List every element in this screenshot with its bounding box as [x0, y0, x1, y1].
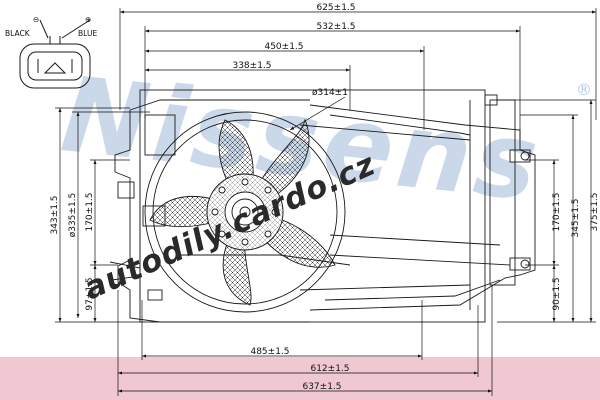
dim-height-90-right: 90±1.5: [552, 277, 562, 310]
dim-height-97-left: 97±1.5: [85, 277, 95, 310]
negative-wire-label: BLACK: [5, 29, 31, 38]
dim-width-485: 485±1.5: [250, 347, 289, 357]
dim-overall-width-top: 625±1.5: [316, 3, 355, 13]
fan-assembly: [144, 111, 346, 313]
negative-terminal-symbol: ⊖: [33, 15, 39, 24]
positive-wire-label: BLUE: [78, 29, 97, 38]
dim-height-170-left: 170±1.5: [85, 192, 95, 231]
dim-width-637: 637±1.5: [302, 382, 341, 392]
fan-ring: [144, 111, 346, 313]
dim-fan-diameter: ø314±1: [312, 88, 348, 98]
bottom-band: [0, 357, 600, 400]
electrical-connector: [19, 19, 91, 89]
dim-width-338: 338±1.5: [232, 61, 271, 71]
fan-shroud: [109, 89, 536, 323]
brand-registered-mark: ®: [576, 80, 592, 99]
positive-terminal-symbol: ⊕: [85, 15, 91, 24]
dim-diameter-335: ø335±1.5: [68, 193, 78, 238]
dim-height-375: 375±1.5: [590, 192, 600, 231]
dim-width-450: 450±1.5: [264, 42, 303, 52]
dim-height-343: 343±1.5: [50, 195, 60, 234]
dim-width-612: 612±1.5: [310, 364, 349, 374]
dim-height-170-right: 170±1.5: [552, 192, 562, 231]
dim-height-345: 345±1.5: [571, 198, 581, 237]
dimension-lines: [55, 8, 597, 396]
dim-width-532: 532±1.5: [316, 22, 355, 32]
